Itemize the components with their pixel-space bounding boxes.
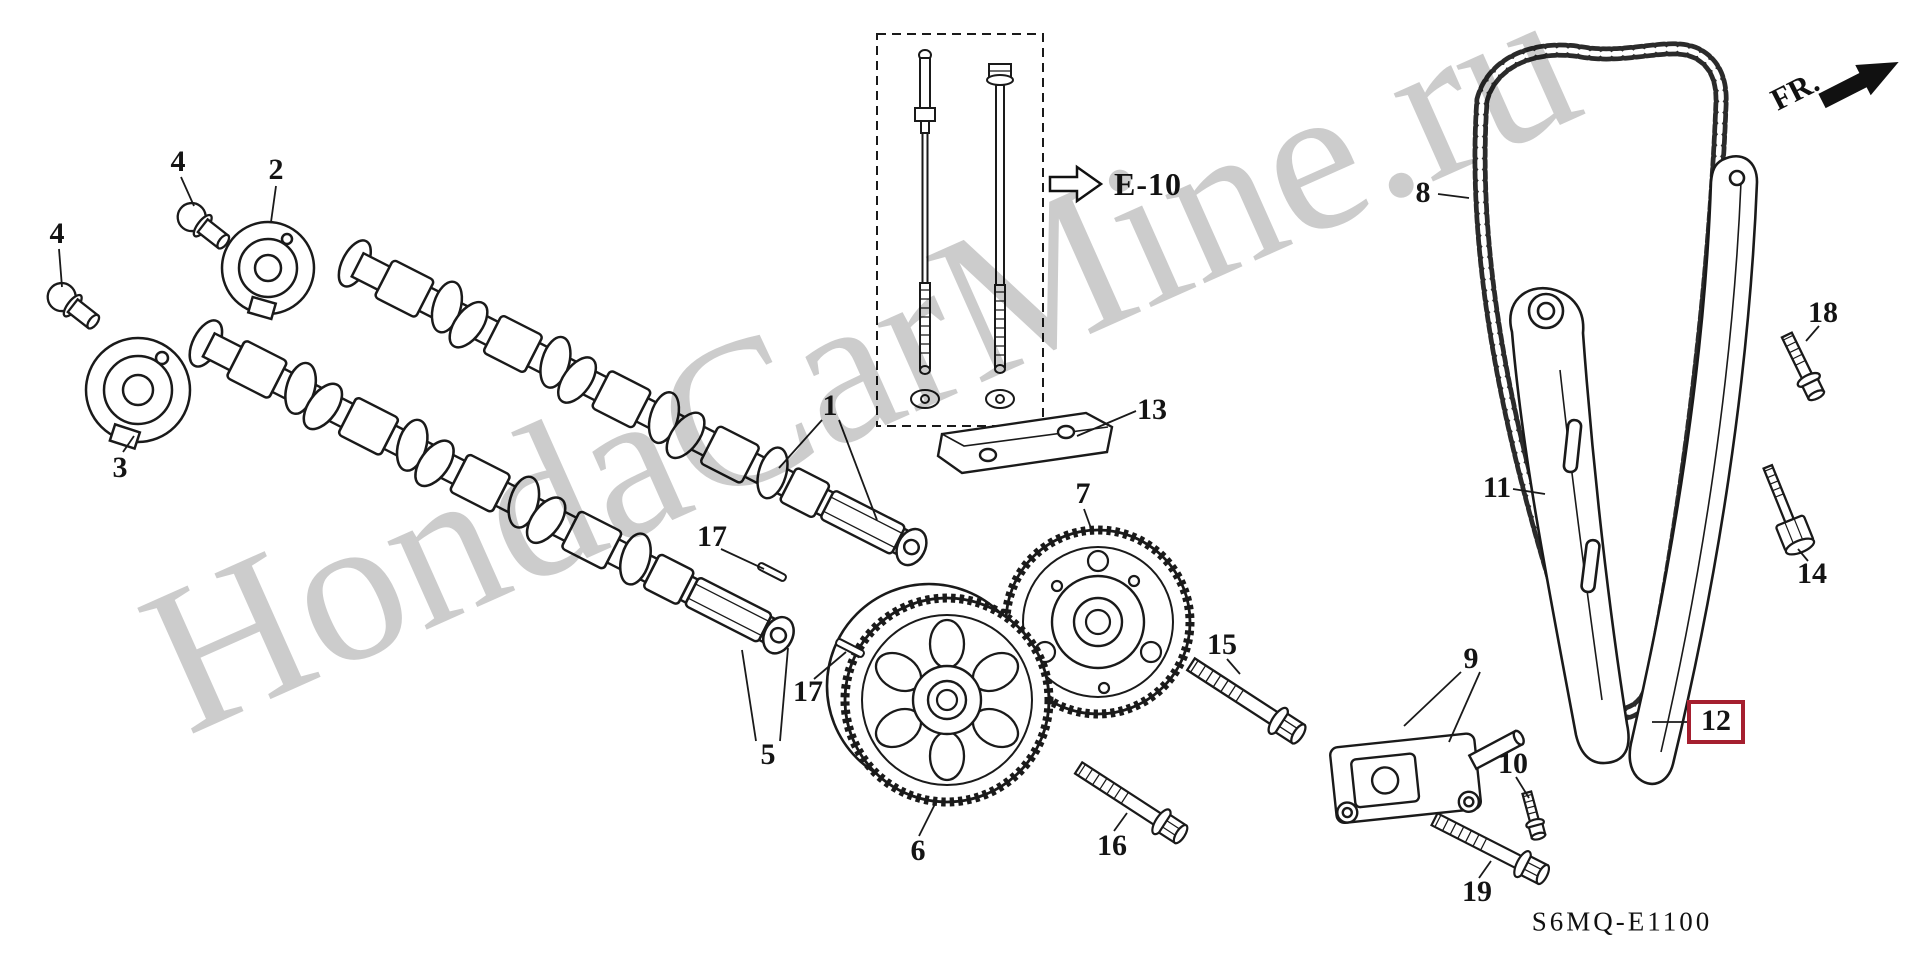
e10-arrow-icon [1048,164,1104,204]
chain-guide-arm-drawing [1509,286,1630,765]
part-label-7[interactable]: 7 [1075,477,1091,510]
part-label-6[interactable]: 6 [910,834,926,867]
part-label-4b[interactable]: 4 [49,217,65,250]
diagram-code: S6MQ-E1100 [1531,906,1713,937]
thrust-plate-drawing [220,220,316,321]
flange-bolt-16-drawing [1069,754,1194,850]
part-label-12[interactable]: 12 [1701,704,1731,737]
bracket-plate-drawing [936,411,1114,475]
thrust-plate-2-drawing [84,336,192,451]
part-label-19[interactable]: 19 [1462,875,1492,908]
part-label-15[interactable]: 15 [1207,628,1237,661]
part-label-14[interactable]: 14 [1797,557,1827,590]
socket-bolt-drawing [1762,463,1816,556]
part-label-2[interactable]: 2 [268,153,284,186]
chain-tensioner-drawing [1329,729,1525,825]
part-label-18[interactable]: 18 [1808,296,1838,329]
part-label-4a[interactable]: 4 [170,145,186,178]
e10-reference-link[interactable]: E-10 [1048,163,1182,205]
flange-bolt-15-drawing [1181,650,1312,751]
part-label-13[interactable]: 13 [1137,393,1167,426]
part-label-9[interactable]: 9 [1463,642,1479,675]
part-label-11[interactable]: 11 [1482,471,1512,504]
part-label-17a[interactable]: 17 [697,520,727,553]
part-label-3[interactable]: 3 [112,451,128,484]
vtc-actuator-gear-drawing [1001,525,1195,719]
part-label-5[interactable]: 5 [760,738,776,771]
highlighted-part-box[interactable]: 12 [1687,700,1745,744]
e10-stud-box [876,33,1044,427]
dowel-pin-upper-drawing [756,561,788,583]
chain-guide-tensioner-side-drawing [1628,154,1759,786]
part-label-1[interactable]: 1 [822,389,838,422]
stud-right [985,63,1015,409]
cam-bolt-upper-drawing [170,196,237,257]
leader-lines [58,176,1820,879]
stud-left [910,49,940,409]
fr-direction-arrow-icon [1818,61,1899,109]
cam-bolt-lower-drawing [40,276,107,337]
part-label-17b[interactable]: 17 [793,675,823,708]
part-label-8[interactable]: 8 [1415,176,1431,209]
part-label-16[interactable]: 16 [1097,829,1127,862]
part-label-10[interactable]: 10 [1498,747,1528,780]
camshaft-upper-drawing [328,228,939,582]
guide-bolt-drawing [1780,331,1826,402]
small-bolt-drawing [1521,790,1547,841]
camshaft-sprocket-drawing [825,582,1054,807]
e10-reference-label: E-10 [1114,165,1182,202]
camshaft-lower-drawing [179,308,807,671]
